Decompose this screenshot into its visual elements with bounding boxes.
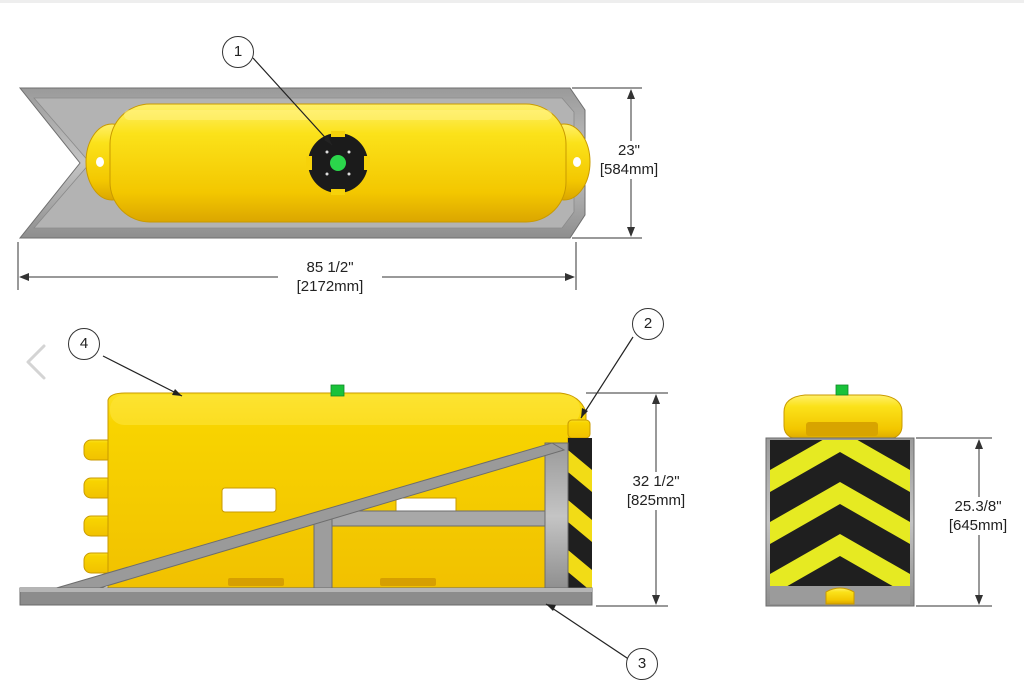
top-view [18, 57, 591, 239]
top-width-in: 23" [617, 142, 640, 159]
top-divider [0, 0, 1024, 3]
fill-cap [306, 131, 370, 195]
side-height-label: 32 1/2" [825mm] [614, 472, 698, 510]
callout-1: 1 [222, 36, 254, 68]
callout-2: 2 [632, 308, 664, 340]
side-view [19, 336, 634, 661]
top-width-label: 23" [584mm] [592, 141, 666, 179]
end-height-in: 25.3/8" [954, 498, 1002, 515]
top-length-label: 85 1/2" [2172mm] [278, 258, 382, 296]
end-height-label: 25.3/8" [645mm] [936, 497, 1020, 535]
callout-3: 3 [626, 648, 658, 680]
chevron-left-icon[interactable] [18, 342, 58, 382]
top-length-mm: [2172mm] [296, 278, 364, 295]
callout-4: 4 [68, 328, 100, 360]
chevron-panel [770, 440, 910, 586]
top-width-mm: [584mm] [599, 161, 659, 178]
side-height-mm: [825mm] [626, 492, 686, 509]
top-length-in: 85 1/2" [306, 259, 354, 276]
side-height-in: 32 1/2" [632, 473, 680, 490]
end-view [765, 384, 915, 607]
end-height-mm: [645mm] [948, 517, 1008, 534]
